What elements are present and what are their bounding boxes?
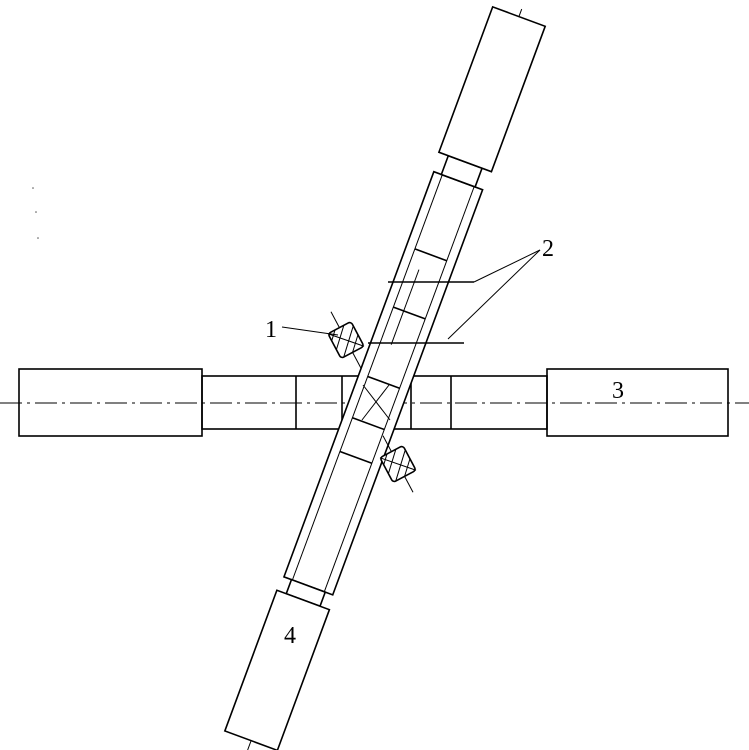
lower-roller <box>379 435 417 493</box>
upper-roller <box>327 311 365 369</box>
lower-end-block <box>223 589 331 750</box>
right-end-block <box>546 368 729 437</box>
crossing-mark <box>361 384 390 421</box>
tube-segment-line <box>352 416 385 431</box>
margin-speck <box>35 211 37 213</box>
tube-segment-line <box>393 306 426 320</box>
roller-hatch <box>395 449 406 482</box>
inclined-tube-body <box>282 170 484 596</box>
upper-end-block <box>437 5 547 173</box>
roller-hatch <box>327 333 365 347</box>
label-guide-2: 2 <box>542 236 554 262</box>
margin-speck <box>37 237 39 239</box>
tube-inner-line <box>291 174 443 581</box>
leader-lines <box>281 249 541 340</box>
inclined-shaft-assembly <box>223 5 547 750</box>
crossing-mark <box>362 384 391 421</box>
roller-hatch <box>379 457 417 471</box>
leader-line-2b <box>447 249 541 340</box>
leader-line-2a <box>473 249 541 283</box>
tube-segment-line <box>339 450 373 465</box>
label-shaft-4: 4 <box>284 623 296 649</box>
label-roller-1: 1 <box>265 317 277 343</box>
guide-lines <box>368 281 474 344</box>
margin-speck <box>32 187 34 189</box>
tube-segment-line <box>367 375 400 390</box>
leader-line-1 <box>281 326 339 336</box>
tube-inner-line <box>323 186 475 592</box>
label-shaft-3: 3 <box>612 378 624 404</box>
tube-segment-line <box>414 248 448 262</box>
roller-hatch <box>343 325 354 358</box>
